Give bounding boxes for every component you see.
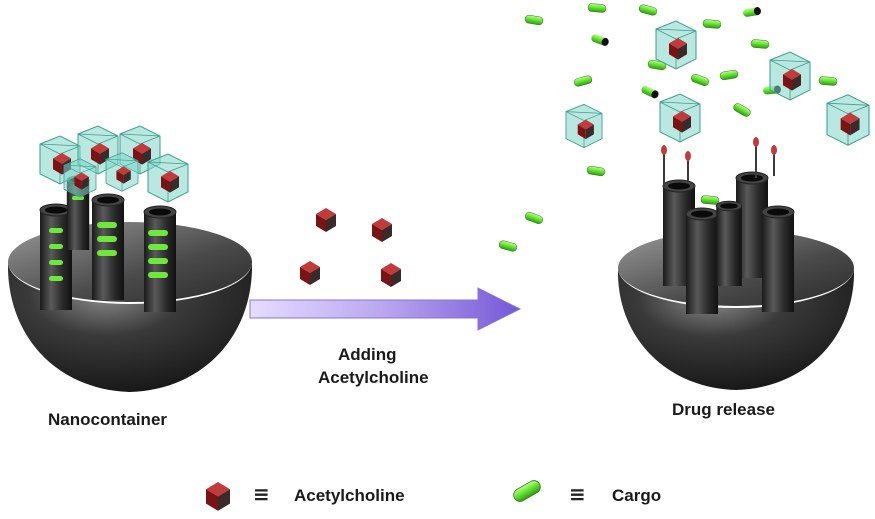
reaction-arrow-icon [249,287,522,331]
released-nanocontainer-icon [618,137,854,390]
nanocontainer-label: Nanocontainer [48,410,168,429]
legend-equiv-symbol: ≡ [253,482,270,506]
drug-release-label: Drug release [672,400,775,419]
step-label-line1: Adding [338,345,397,364]
legend-cargo-icon [510,477,544,505]
step-label-line2: Acetylcholine [318,368,429,387]
cage-icon [40,126,188,202]
acetylcholine-cube-icon [372,218,392,242]
acetylcholine-cube-icon [300,261,320,285]
legend-acetylcholine-label: Acetylcholine [294,486,405,505]
acetylcholine-group [300,208,401,287]
legend-equiv-symbol: ≡ [569,482,586,506]
acetylcholine-cube-icon [381,263,401,287]
legend-acetylcholine-icon [206,482,230,511]
legend-cargo-label: Cargo [612,486,662,505]
acetylcholine-cube-icon [316,208,336,232]
nanocontainer-icon [8,126,252,392]
